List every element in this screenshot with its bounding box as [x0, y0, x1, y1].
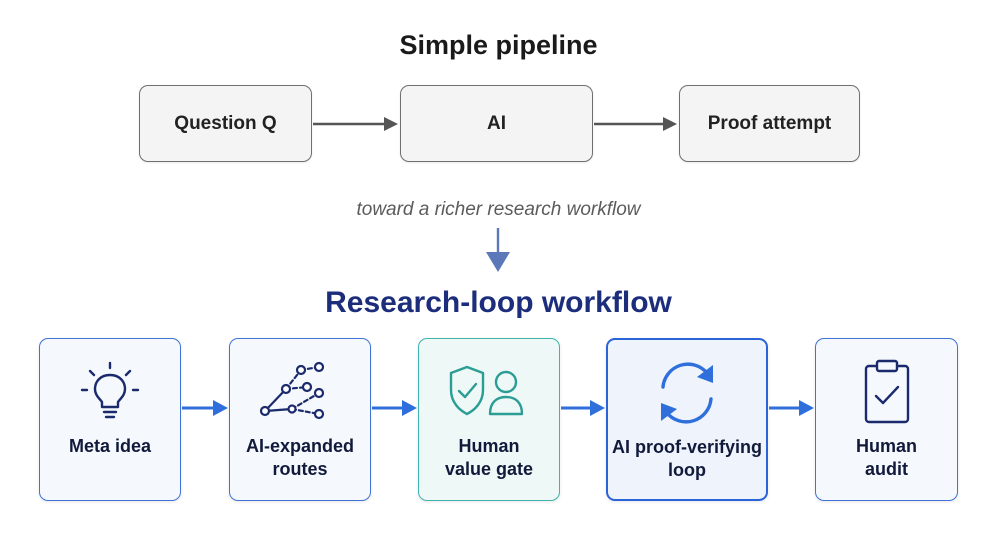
- step-card-ai-proof-verifying-loop: AI proof-verifying loop: [606, 338, 768, 501]
- step-card-human-value-gate: Human value gate: [418, 338, 560, 501]
- step-label: Human audit: [820, 435, 953, 481]
- proof-attempt-box-label: Proof attempt: [707, 112, 832, 134]
- step-label-line2: loop: [668, 460, 706, 480]
- step-card-meta-idea: Meta idea: [39, 338, 181, 501]
- step-label: AI-expanded routes: [234, 435, 366, 481]
- step-card-human-audit: Human audit: [815, 338, 958, 501]
- down-arrow: [486, 228, 510, 272]
- step-label-line1: AI proof-verifying: [612, 437, 763, 457]
- pipeline-arrow: [594, 117, 677, 131]
- workflow-arrow: [561, 400, 605, 416]
- refresh-loop-icon: [608, 358, 766, 428]
- ai-box: AI: [400, 85, 593, 162]
- workflow-arrow: [182, 400, 228, 416]
- step-label-line1: Human: [855, 436, 917, 456]
- pipeline-arrow: [313, 117, 398, 131]
- step-label: AI proof-verifying loop: [612, 436, 762, 482]
- step-label-line2: audit: [865, 459, 908, 479]
- step-label-line1: Human: [458, 436, 520, 456]
- step-label-line2: value gate: [444, 459, 534, 479]
- step-label-line2: routes: [272, 459, 328, 479]
- ai-box-label: AI: [487, 112, 506, 134]
- clipboard-check-icon: [816, 357, 957, 427]
- step-label-line1: AI-expanded: [245, 436, 355, 456]
- transition-caption: toward a richer research workflow: [356, 199, 641, 220]
- question-box: Question Q: [139, 85, 312, 162]
- step-label: Human value gate: [423, 435, 555, 481]
- step-label-line1: Meta idea: [68, 436, 152, 456]
- question-box-label: Question Q: [174, 112, 277, 134]
- step-label: Meta idea: [44, 435, 176, 458]
- workflow-arrow: [769, 400, 814, 416]
- step-card-ai-expanded-routes: AI-expanded routes: [229, 338, 371, 501]
- proof-attempt-box: Proof attempt: [679, 85, 860, 162]
- lightbulb-icon: [40, 357, 180, 427]
- branching-routes-icon: [230, 357, 370, 427]
- workflow-arrow: [372, 400, 417, 416]
- research-loop-title: Research-loop workflow: [325, 286, 672, 319]
- shield-person-icon: [419, 357, 559, 427]
- simple-pipeline-title: Simple pipeline: [399, 30, 598, 60]
